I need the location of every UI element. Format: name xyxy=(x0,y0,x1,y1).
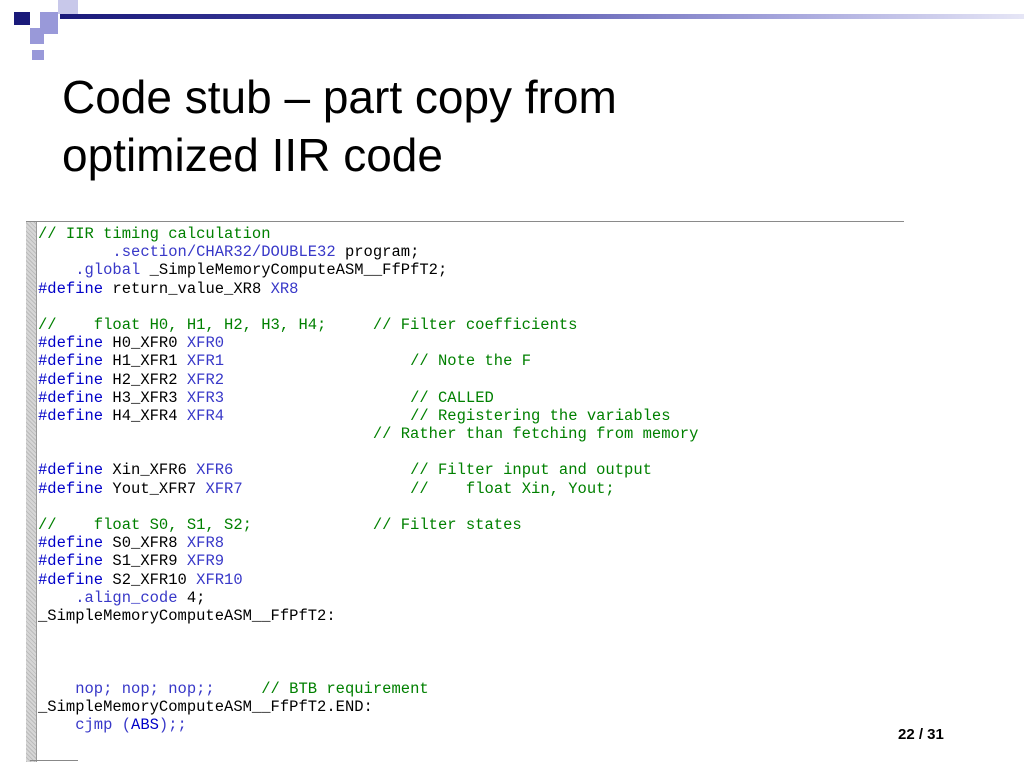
code-token-keyword: XFR7 xyxy=(205,479,243,498)
code-line: #define H3_XFR3 XFR3 // CALLED xyxy=(38,389,904,407)
code-token-directive: #define xyxy=(38,461,104,480)
corner-square-pale xyxy=(58,0,78,14)
code-token-directive: #define xyxy=(38,334,104,353)
code-token-default: H0_XFR0 xyxy=(103,334,187,353)
code-line: .global _SimpleMemoryComputeASM__FfPfT2; xyxy=(38,261,904,279)
code-line xyxy=(38,443,904,461)
code-token-directive: #define xyxy=(38,279,104,298)
code-token-directive: ABS xyxy=(131,716,159,735)
code-token-default: H1_XFR1 xyxy=(103,352,187,371)
code-token-default: _SimpleMemoryComputeASM__FfPfT2.END: xyxy=(38,697,373,716)
corner-square-navy xyxy=(14,12,30,25)
code-line: #define Yout_XFR7 XFR7 // float Xin, You… xyxy=(38,480,904,498)
code-token-default: H4_XFR4 xyxy=(103,406,187,425)
slide-title-line-2: optimized IIR code xyxy=(62,129,443,181)
code-line: #define H1_XFR1 XFR1 // Note the F xyxy=(38,352,904,370)
code-line: #define H0_XFR0 XFR0 xyxy=(38,334,904,352)
code-token-default: H2_XFR2 xyxy=(103,370,187,389)
code-token-comment: // BTB requirement xyxy=(214,679,429,698)
code-token-directive: #define xyxy=(38,352,104,371)
code-token-keyword: XFR8 xyxy=(186,534,225,553)
code-token-default: H3_XFR3 xyxy=(103,388,187,407)
code-token-directive: #define xyxy=(38,479,104,498)
code-line: #define S0_XFR8 XFR8 xyxy=(38,534,904,552)
code-token-directive: #define xyxy=(38,370,104,389)
corner-square-lavender-low xyxy=(30,28,44,44)
code-line: #define return_value_XR8 XR8 xyxy=(38,280,904,298)
code-token-keyword: .global xyxy=(38,261,141,280)
code-token-keyword: XFR0 xyxy=(186,334,225,353)
editor-gutter xyxy=(26,222,37,762)
code-token-default: _SimpleMemoryComputeASM__FfPfT2: xyxy=(38,606,336,625)
code-token-directive: #define xyxy=(38,570,104,589)
code-token-comment: // Note the F xyxy=(224,352,532,371)
code-line: #define S1_XFR9 XFR9 xyxy=(38,552,904,570)
code-token-keyword: cjmp ( xyxy=(38,716,132,735)
code-editor-window: // IIR timing calculation .section/CHAR3… xyxy=(26,221,904,762)
code-token-directive: #define xyxy=(38,534,104,553)
code-line: _SimpleMemoryComputeASM__FfPfT2.END: xyxy=(38,698,904,716)
code-line: cjmp (ABS);; xyxy=(38,716,904,734)
code-token-default: Yout_XFR7 xyxy=(103,479,206,498)
code-line: #define H2_XFR2 XFR2 xyxy=(38,371,904,389)
code-token-keyword: XFR1 xyxy=(186,352,225,371)
code-line: #define Xin_XFR6 XFR6 // Filter input an… xyxy=(38,461,904,479)
code-token-comment: // Rather than fetching from memory xyxy=(38,425,699,444)
code-token-keyword: XFR3 xyxy=(186,388,225,407)
slide-title-line-1: Code stub – part copy from xyxy=(62,71,617,123)
corner-square-lavender-bottom xyxy=(32,50,44,60)
corner-square-lavender xyxy=(40,12,58,34)
page-number: 22 / 31 xyxy=(898,726,944,743)
slide-title: Code stub – part copy from optimized IIR… xyxy=(62,68,962,184)
code-token-comment: // float H0, H1, H2, H3, H4; // Filter c… xyxy=(38,315,578,334)
code-token-default: S2_XFR10 xyxy=(103,570,197,589)
code-token-keyword: nop; nop; nop;; xyxy=(38,679,215,698)
title-bar-gradient xyxy=(60,14,1024,19)
code-token-directive: #define xyxy=(38,552,104,571)
code-line: // Rather than fetching from memory xyxy=(38,425,904,443)
code-line: // float H0, H1, H2, H3, H4; // Filter c… xyxy=(38,316,904,334)
divider xyxy=(30,760,78,761)
code-token-default: 4; xyxy=(177,588,206,607)
code-token-default: Xin_XFR6 xyxy=(103,461,197,480)
code-line xyxy=(38,643,904,661)
code-token-default: return_value_XR8 xyxy=(103,279,271,298)
code-line: .section/CHAR32/DOUBLE32 program; xyxy=(38,243,904,261)
code-token-keyword: XFR6 xyxy=(196,461,234,480)
code-line xyxy=(38,662,904,680)
code-line: // IIR timing calculation xyxy=(38,225,904,243)
code-token-comment: // CALLED xyxy=(224,388,494,407)
code-line: #define H4_XFR4 XFR4 // Registering the … xyxy=(38,407,904,425)
code-token-default: _SimpleMemoryComputeASM__FfPfT2; xyxy=(140,261,448,280)
code-token-default: S0_XFR8 xyxy=(103,534,187,553)
code-token-comment: // float S0, S1, S2; // Filter states xyxy=(38,516,522,534)
code-token-keyword: );; xyxy=(158,716,187,735)
code-token-keyword: XFR9 xyxy=(186,552,225,571)
code-line: // float S0, S1, S2; // Filter states xyxy=(38,516,904,534)
code-token-comment: // Filter input and output xyxy=(233,461,652,480)
code-token-keyword: XR8 xyxy=(270,279,299,298)
code-line: #define S2_XFR10 XFR10 xyxy=(38,571,904,589)
code-token-keyword: .align_code xyxy=(38,588,178,607)
code-token-default: program; xyxy=(335,243,420,262)
code-listing: // IIR timing calculation .section/CHAR3… xyxy=(38,225,904,734)
code-line: nop; nop; nop;; // BTB requirement xyxy=(38,680,904,698)
code-line: _SimpleMemoryComputeASM__FfPfT2: xyxy=(38,607,904,625)
code-line: .align_code 4; xyxy=(38,589,904,607)
code-token-comment: // Registering the variables xyxy=(224,406,671,425)
code-line xyxy=(38,498,904,516)
code-token-comment: // float Xin, Yout; xyxy=(242,479,615,498)
code-token-directive: #define xyxy=(38,406,104,425)
code-token-default: S1_XFR9 xyxy=(103,552,187,571)
code-token-keyword: XFR2 xyxy=(186,370,225,389)
code-token-comment: // IIR timing calculation xyxy=(38,225,271,243)
code-line xyxy=(38,298,904,316)
code-token-keyword: .section/CHAR32/DOUBLE32 xyxy=(38,243,336,262)
code-token-directive: #define xyxy=(38,388,104,407)
code-token-keyword: XFR10 xyxy=(196,570,243,589)
code-token-keyword: XFR4 xyxy=(186,406,225,425)
code-line xyxy=(38,625,904,643)
